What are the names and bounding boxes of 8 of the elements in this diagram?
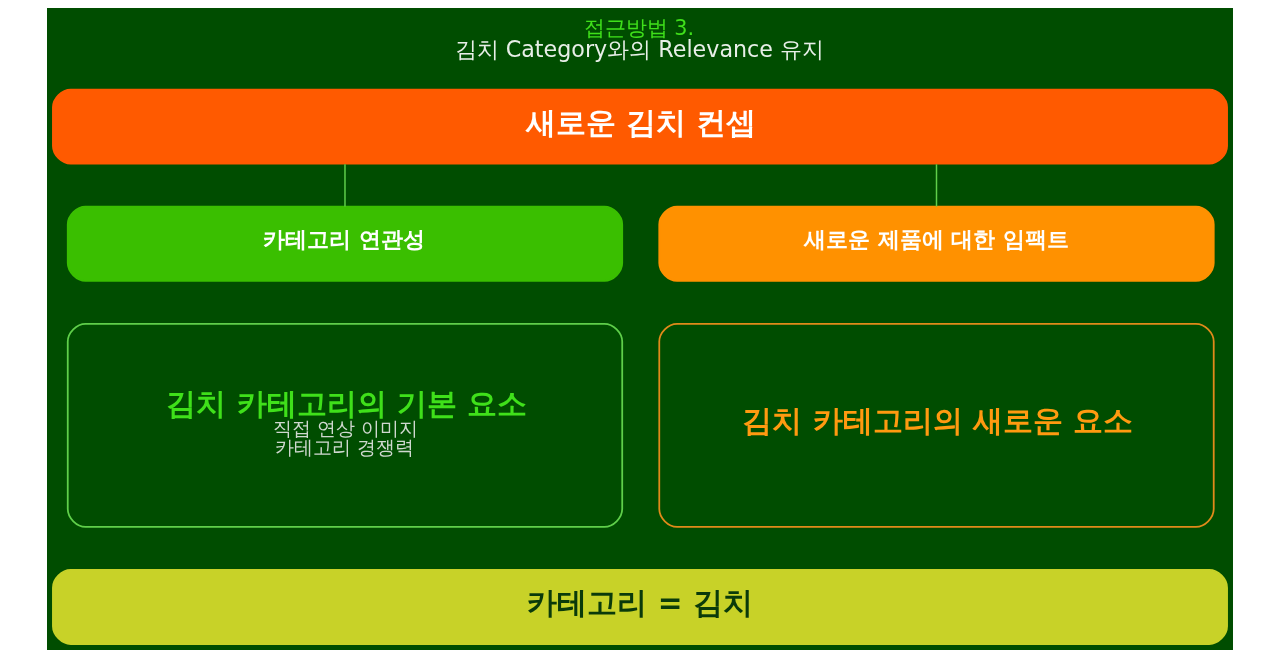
node-box: 새로운 제품에 대한 임팩트 xyxy=(658,205,1215,282)
connector xyxy=(344,163,346,208)
node-box: 카테고리 = 김치 xyxy=(52,569,1228,645)
node-box: 김치 카테고리의 새로운 요소 xyxy=(658,322,1215,528)
node-box: 카테고리 연관성 xyxy=(66,205,624,282)
node-box: 김치 카테고리의 기본 요소 직접 연상 이미지 카테고리 경쟁력 xyxy=(66,322,624,528)
connector xyxy=(935,163,938,208)
node-box: 새로운 김치 컨셉 xyxy=(52,88,1228,165)
